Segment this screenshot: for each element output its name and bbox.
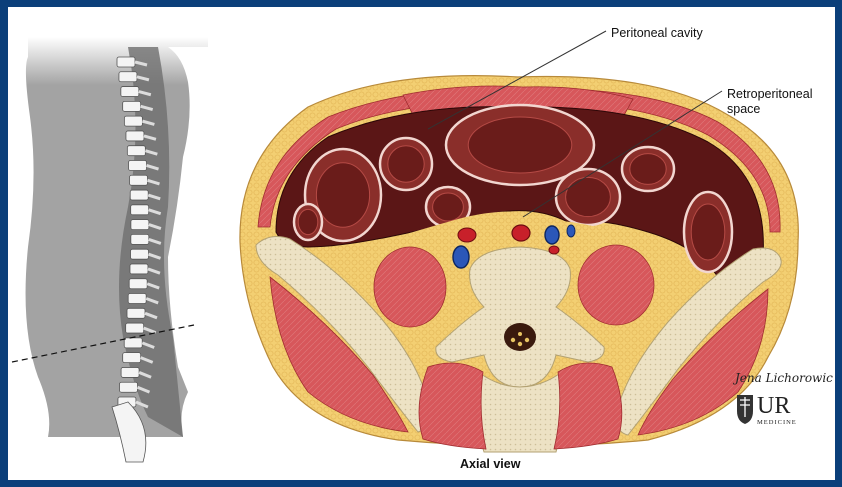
iliac-vein-left — [453, 246, 469, 268]
vertebra-segment — [123, 353, 141, 363]
spinal-canal — [504, 323, 536, 351]
axial-view-caption: Axial view — [460, 457, 520, 472]
vertebra-segment — [128, 294, 146, 304]
anatomy-illustration — [8, 7, 835, 480]
left-paraspinal-muscle — [419, 363, 486, 449]
vertebra-segment — [124, 338, 142, 348]
vertebra-segment — [131, 205, 149, 215]
bowel-lumen — [691, 204, 725, 260]
vertebra-segment — [124, 116, 142, 126]
bowel-lumen — [566, 177, 611, 216]
vertebra-segment — [131, 234, 149, 244]
peritoneal-cavity-label: Peritoneal cavity — [611, 26, 703, 41]
vertebra-segment — [127, 146, 145, 156]
bowel-lumen — [388, 146, 424, 182]
logo-subtitle: MEDICINE — [757, 419, 797, 426]
axial-cross-section — [240, 76, 798, 452]
figure-panel: Peritoneal cavity Retroperitoneal space … — [8, 7, 835, 480]
vertebra-segment — [121, 87, 139, 97]
retroperitoneal-label-line2: space — [727, 102, 812, 117]
sagittal-silhouette — [26, 37, 208, 437]
vena-cava — [545, 226, 559, 244]
right-paraspinal-muscle — [554, 363, 622, 449]
vertebra-segment — [120, 382, 138, 392]
small-vein-right — [567, 225, 575, 237]
vertebra-segment — [121, 367, 139, 377]
vertebra-segment — [123, 101, 141, 111]
vertebra-segment — [130, 190, 148, 200]
shield-icon — [735, 391, 755, 425]
bowel-lumen — [630, 154, 666, 185]
vertebra-segment — [131, 220, 149, 230]
retroperitoneal-label-line1: Retroperitoneal — [727, 87, 812, 102]
vertebra-segment — [129, 279, 147, 289]
logo-initials: UR — [757, 393, 790, 420]
aorta-left — [458, 228, 476, 242]
bowel-lumen — [433, 193, 464, 221]
vertebra-segment — [117, 57, 135, 67]
right-psoas-muscle — [578, 245, 654, 325]
retroperitoneal-space-label: Retroperitoneal space — [727, 87, 812, 117]
vertebra-segment — [129, 175, 147, 185]
vertebra-segment — [131, 249, 149, 259]
artist-signature: Jena Lichorowic — [735, 371, 833, 385]
small-artery-right — [549, 246, 559, 254]
vertebra-segment — [126, 323, 144, 333]
vertebra-segment — [130, 264, 148, 274]
bowel-lumen — [316, 163, 369, 227]
vertebra-segment — [119, 72, 137, 82]
ur-medicine-logo: UR MEDICINE — [735, 391, 815, 431]
bowel-lumen — [298, 209, 318, 234]
vertebra-segment — [127, 308, 145, 318]
bowel-lumen — [468, 117, 572, 173]
vertebra-segment — [129, 160, 147, 170]
vertebra-segment — [126, 131, 144, 141]
left-psoas-muscle — [374, 247, 446, 327]
aorta — [512, 225, 530, 241]
